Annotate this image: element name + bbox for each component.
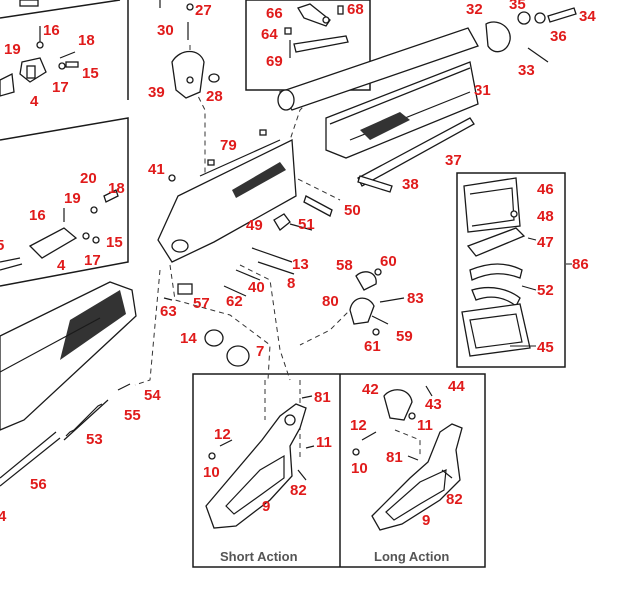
short-action-caption: Short Action: [220, 549, 298, 564]
part-label: 51: [298, 216, 315, 233]
part-label: 57: [193, 295, 210, 312]
part-label: 80: [322, 293, 339, 310]
part-label: 79: [220, 137, 237, 154]
loading-gate-components: [284, 3, 349, 58]
part-label: 86: [572, 256, 589, 273]
part-label: 41: [148, 161, 165, 178]
part-label: 40: [248, 279, 265, 296]
part-label: 35: [509, 0, 526, 13]
part-label: 42: [362, 381, 379, 398]
part-label: 5: [0, 237, 4, 254]
part-label: 38: [402, 176, 419, 193]
part-label: 16: [29, 207, 46, 224]
part-label: 45: [537, 339, 554, 356]
part-label: 15: [82, 65, 99, 82]
part-label: 66: [266, 5, 283, 22]
part-label: 56: [30, 476, 47, 493]
part-label: 50: [344, 202, 361, 219]
part-label: 63: [160, 303, 177, 320]
part-label: 11: [417, 417, 433, 434]
top-left-components: [0, 0, 79, 97]
part-label: 11: [316, 434, 332, 451]
receiver-components: [157, 129, 393, 301]
part-label: 18: [78, 32, 95, 49]
part-label: 19: [4, 41, 21, 58]
magazine-components: [461, 177, 531, 357]
part-label: 9: [422, 512, 430, 529]
part-label: 48: [537, 208, 554, 225]
part-label: 13: [292, 256, 309, 273]
part-label: 43: [425, 396, 442, 413]
part-label: 17: [52, 79, 69, 96]
part-label: 82: [290, 482, 307, 499]
part-label: 60: [380, 253, 397, 270]
part-label: 33: [518, 62, 535, 79]
part-label: 44: [448, 378, 465, 395]
stock-components: [0, 281, 250, 487]
part-labels: 16 19 18 15 4 17 27 30 39 28 66 64 69 68…: [0, 0, 596, 529]
part-label: 9: [262, 498, 270, 515]
frame-lines: [0, 0, 566, 568]
part-label: 16: [43, 22, 60, 39]
barrel-forend-components: [277, 7, 577, 187]
part-label: 64: [261, 26, 278, 43]
long-action-caption: Long Action: [374, 549, 449, 564]
part-label: 46: [537, 181, 554, 198]
part-label: 49: [246, 217, 263, 234]
part-label: 32: [466, 1, 483, 18]
part-label: 61: [364, 338, 381, 355]
part-label: 53: [86, 431, 103, 448]
part-label: 10: [351, 460, 368, 477]
long-action-lever: [352, 385, 463, 531]
part-label: 52: [537, 282, 554, 299]
part-label: 10: [203, 464, 220, 481]
part-label: 81: [314, 389, 331, 406]
part-label: 4: [0, 508, 7, 525]
part-label: 31: [474, 82, 491, 99]
part-label: 58: [336, 257, 353, 274]
part-label: 37: [445, 152, 462, 169]
part-label: 62: [226, 293, 243, 310]
part-label: 82: [446, 491, 463, 508]
part-label: 12: [214, 426, 231, 443]
part-label: 15: [106, 234, 123, 251]
hammer-components: [349, 268, 405, 336]
part-label: 68: [347, 1, 364, 18]
part-label: 20: [80, 170, 97, 187]
assembly-dashed-lines: [134, 45, 421, 460]
part-label: 30: [157, 22, 174, 39]
part-label: 19: [64, 190, 81, 207]
part-label: 39: [148, 84, 165, 101]
part-label: 28: [206, 88, 223, 105]
leader-lines: [510, 237, 572, 347]
part-label: 69: [266, 53, 283, 70]
part-label: 14: [180, 330, 197, 347]
part-label: 59: [396, 328, 413, 345]
part-label: 18: [108, 180, 125, 197]
part-label: 17: [84, 252, 101, 269]
part-label: 83: [407, 290, 424, 307]
part-label: 36: [550, 28, 567, 45]
part-label: 34: [579, 8, 596, 25]
part-label: 4: [30, 93, 39, 110]
part-label: 4: [57, 257, 66, 274]
part-label: 12: [350, 417, 367, 434]
part-label: 8: [287, 275, 295, 292]
top-center-components: [159, 0, 220, 99]
part-label: 81: [386, 449, 403, 466]
part-label: 55: [124, 407, 141, 424]
bolt-components: [0, 189, 119, 271]
part-label: 27: [195, 2, 212, 19]
part-label: 7: [256, 343, 264, 360]
part-label: 54: [144, 387, 161, 404]
part-label: 47: [537, 234, 554, 251]
short-action-lever: [205, 395, 315, 529]
